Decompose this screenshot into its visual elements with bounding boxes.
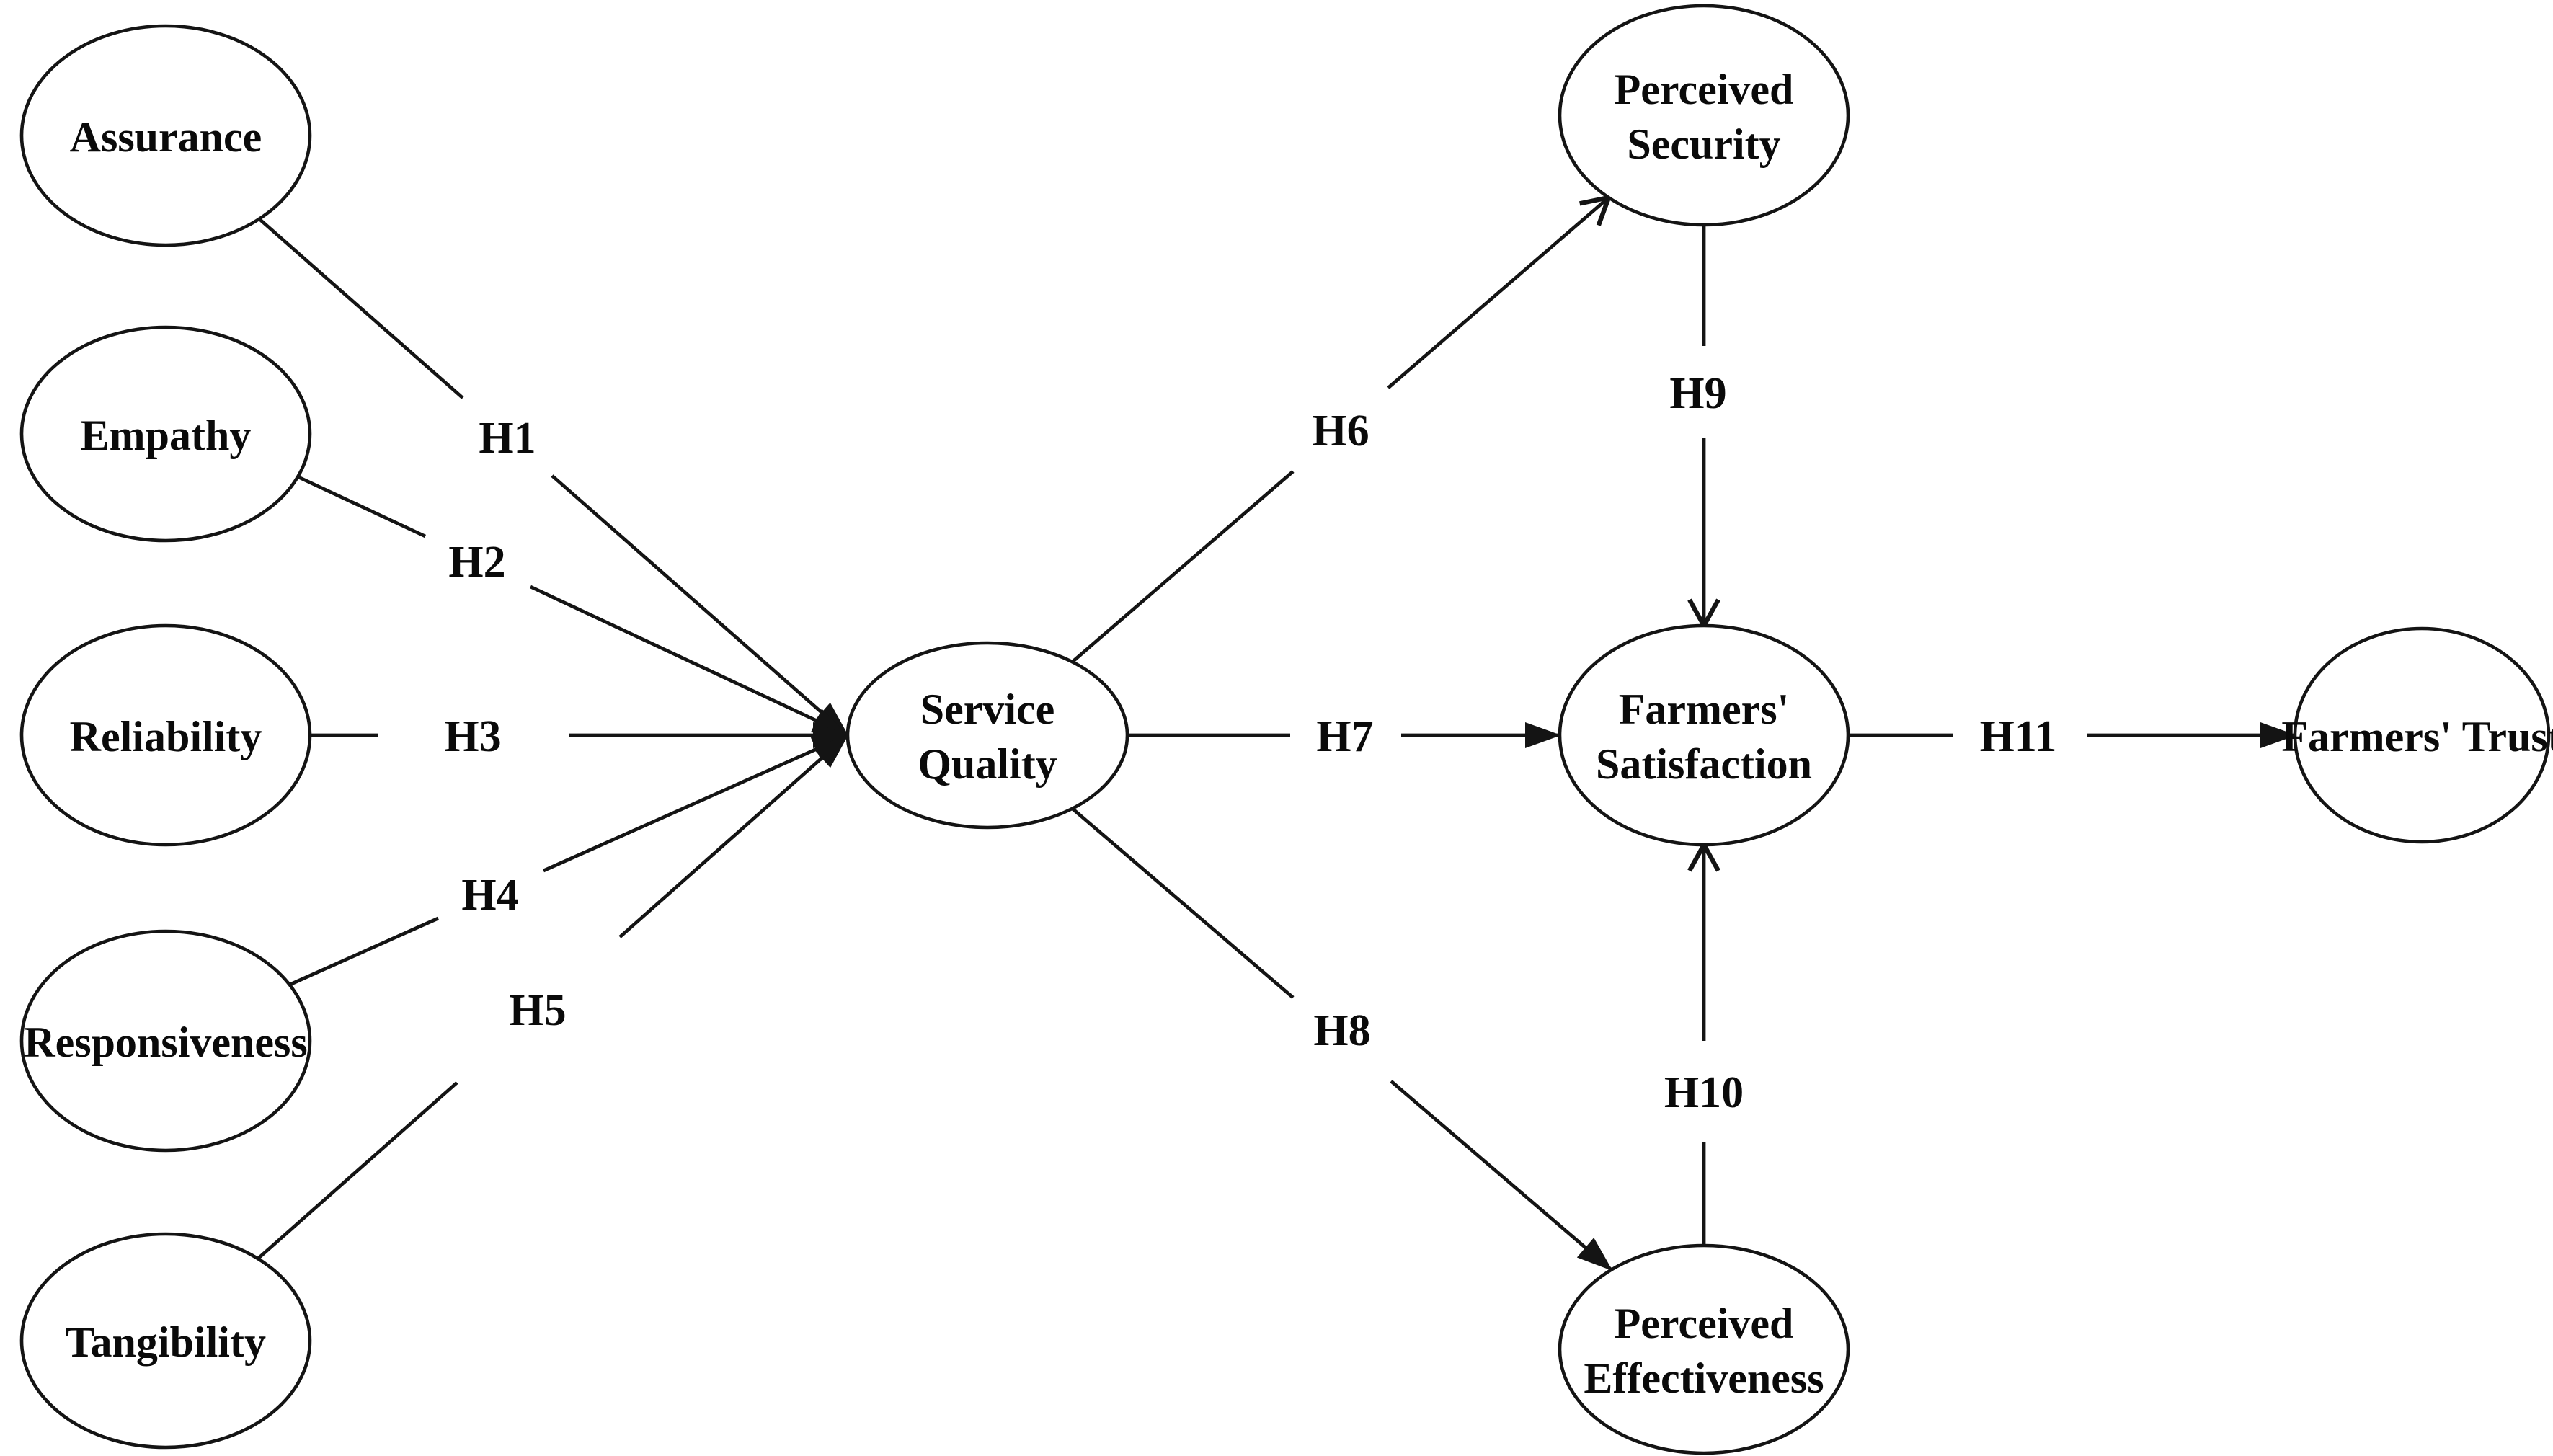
edge-label-h1: H1	[479, 414, 536, 463]
edge-service-quality-to-perceived-security-segment-1	[1387, 194, 1612, 389]
node-label-line: Security	[1627, 120, 1780, 168]
node-label-line: Responsiveness	[24, 1018, 307, 1066]
edge-label-h4: H4	[461, 871, 518, 920]
node-ellipse-perceived-security	[1558, 4, 1850, 227]
node-label-line: Service	[920, 685, 1055, 733]
node-ellipse-responsiveness	[19, 929, 312, 1153]
node-label-responsiveness: Responsiveness	[24, 1018, 307, 1066]
edge-label-h5: H5	[509, 986, 566, 1035]
node-label-tangibility: Tangibility	[66, 1318, 266, 1366]
edge-empathy-to-service-quality-segment-1	[529, 585, 849, 737]
node-ellipse-service-quality	[845, 641, 1129, 830]
node-label-farmers-satisfaction: Farmers' Satisfaction	[1596, 685, 1812, 788]
node-ellipse-tangibility	[19, 1232, 312, 1450]
node-ellipse-reliability	[19, 623, 312, 847]
node-label-line: Tangibility	[66, 1318, 266, 1366]
edge-label-h11: H11	[1980, 712, 2057, 761]
edge-label-h9: H9	[1669, 369, 1726, 418]
edge-label-h2: H2	[448, 538, 505, 587]
edge-label-h6: H6	[1312, 407, 1369, 456]
node-label-line: Perceived	[1615, 66, 1794, 113]
edge-assurance-to-service-quality-segment-0	[258, 218, 464, 399]
edge-tangibility-to-service-quality-segment-0	[257, 1081, 458, 1260]
node-label-line: Farmers' Trust	[2281, 713, 2553, 760]
edge-empathy-to-service-quality-segment-0	[294, 474, 427, 538]
edge-label-h7: H7	[1316, 712, 1373, 761]
node-ellipse-empathy	[19, 325, 312, 543]
node-label-reliability: Reliability	[70, 713, 262, 760]
edge-label-h3: H3	[444, 712, 501, 761]
edge-label-h10: H10	[1664, 1068, 1744, 1117]
edge-responsiveness-to-service-quality-segment-0	[289, 916, 439, 987]
edge-service-quality-to-perceived-security-segment-0	[1071, 470, 1295, 663]
edge-label-h8: H8	[1313, 1006, 1370, 1055]
edge-assurance-to-service-quality-segment-1	[551, 474, 849, 737]
nodes-layer: AssuranceEmpathyReliabilityResponsivenes…	[19, 4, 2553, 1455]
node-label-line: Perceived	[1615, 1300, 1794, 1347]
edge-service-quality-to-perceived-effectiveness-segment-0	[1071, 807, 1295, 999]
edge-tangibility-to-service-quality-segment-1	[618, 734, 849, 938]
edge-service-quality-to-perceived-effectiveness-segment-1	[1390, 1080, 1613, 1271]
node-ellipse-farmers-trust	[2293, 626, 2551, 844]
node-label-line: Effectiveness	[1584, 1354, 1824, 1402]
node-label-line: Empathy	[81, 412, 252, 459]
node-label-line: Farmers'	[1619, 685, 1790, 733]
node-ellipse-assurance	[19, 24, 312, 247]
node-label-assurance: Assurance	[70, 113, 262, 161]
node-label-line: Satisfaction	[1596, 740, 1812, 788]
node-label-line: Quality	[918, 740, 1057, 788]
node-label-empathy: Empathy	[81, 412, 252, 459]
node-label-line: Reliability	[70, 713, 262, 760]
node-ellipse-farmers-satisfaction	[1558, 623, 1850, 847]
edge-responsiveness-to-service-quality-segment-1	[543, 733, 849, 873]
node-ellipse-perceived-effectiveness	[1558, 1243, 1850, 1455]
node-label-farmers-trust: Farmers' Trust	[2281, 713, 2553, 760]
node-label-line: Assurance	[70, 113, 262, 161]
